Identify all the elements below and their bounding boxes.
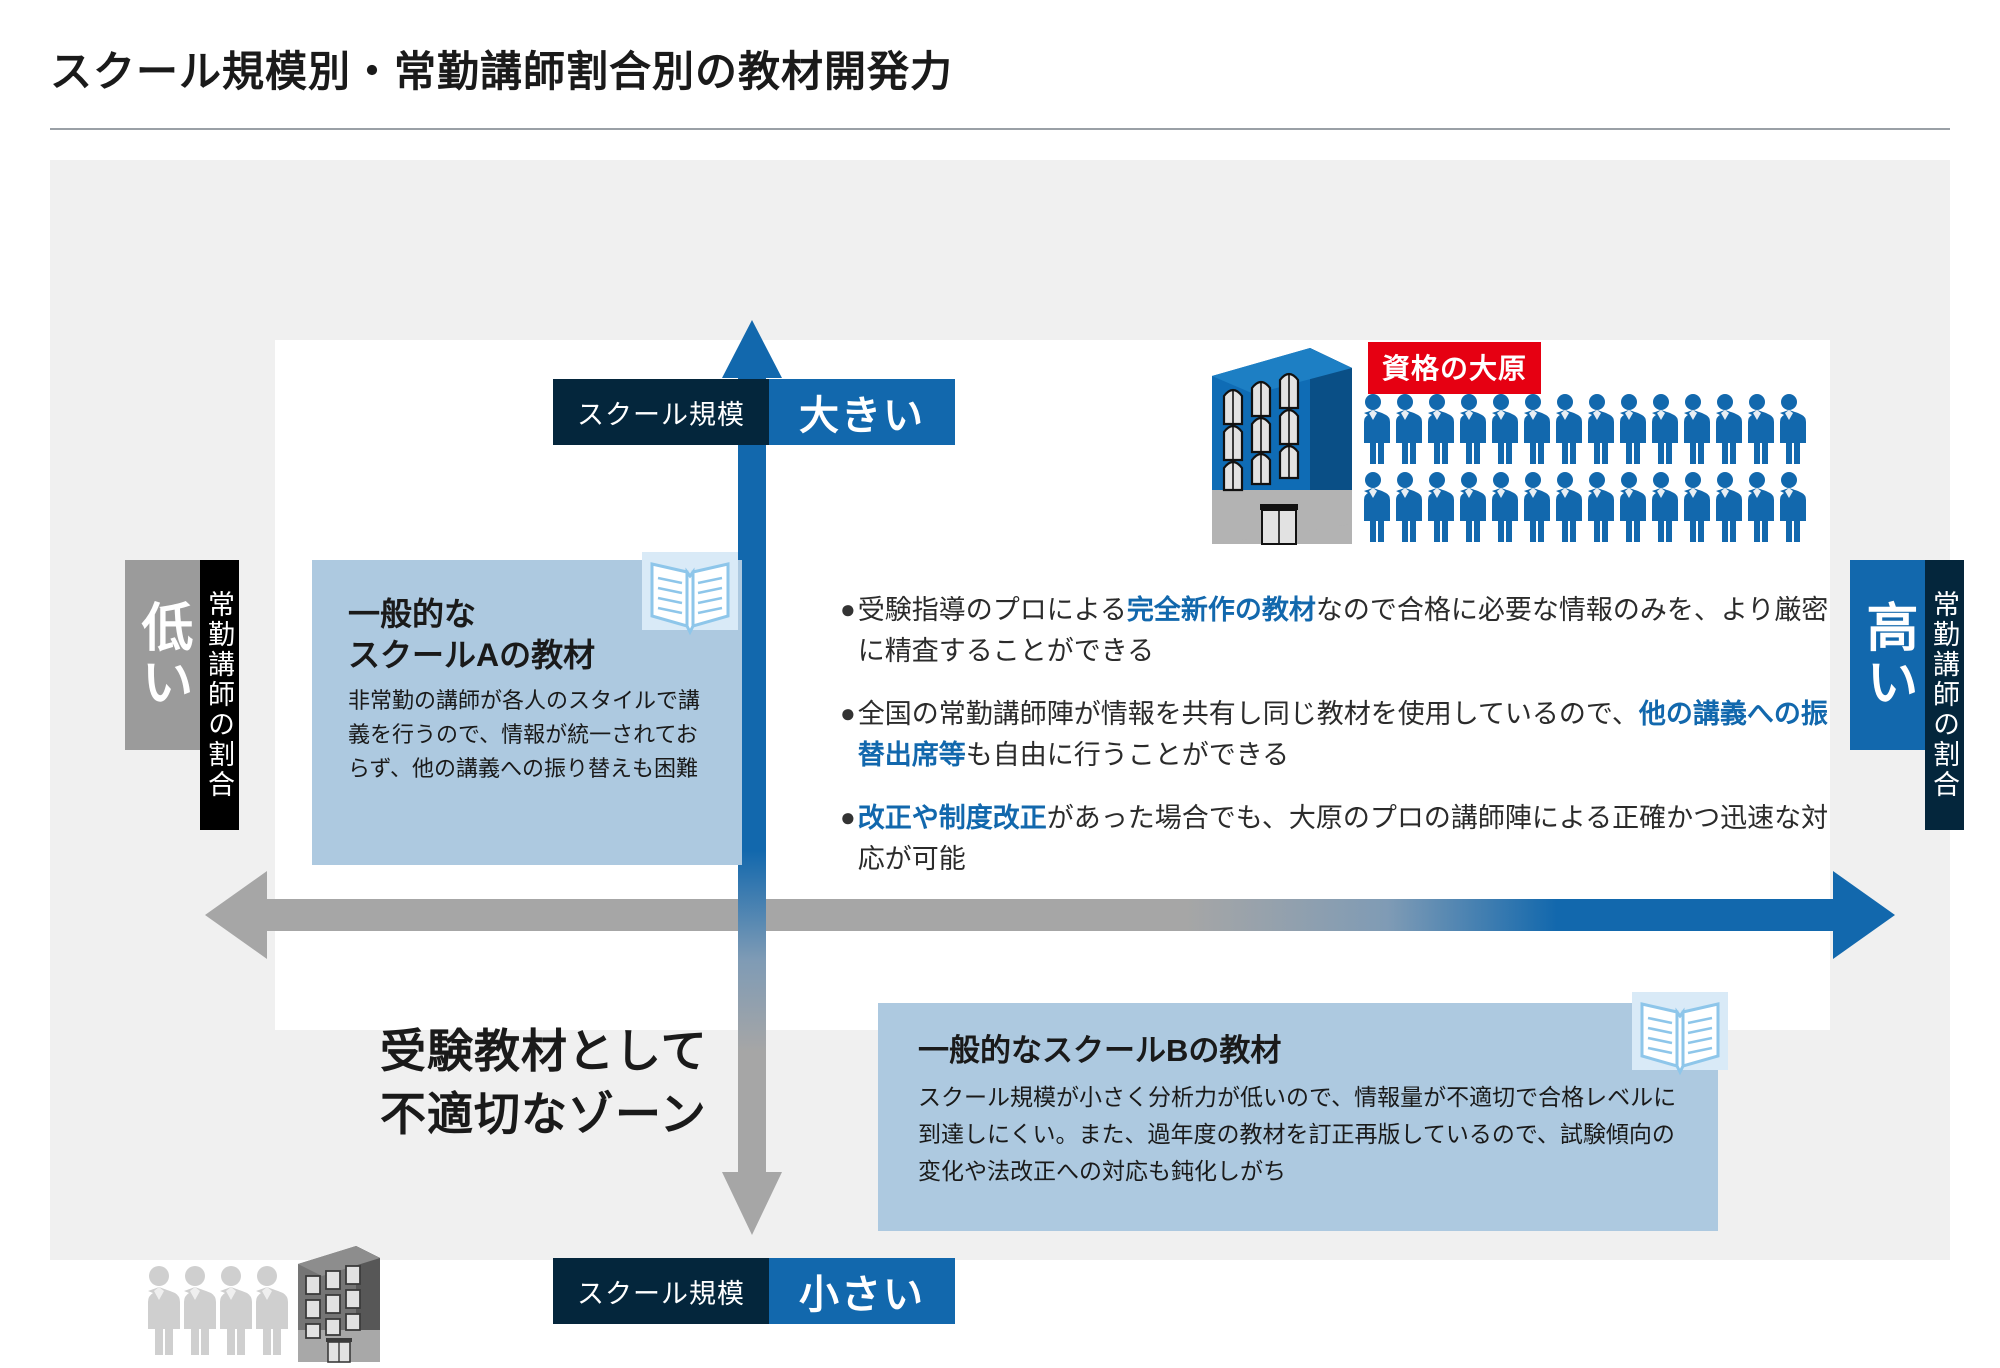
page-title: スクール規模別・常勤講師割合別の教材開発力 (50, 48, 954, 95)
title-divider (50, 128, 1950, 130)
side-left-caption: 常勤講師の割合 (200, 560, 239, 830)
bullet-marker: ● (840, 594, 856, 624)
scale-label-bottom: スクール規模 小さい (553, 1258, 955, 1324)
side-label-left: 常勤講師の割合 低い (125, 560, 239, 830)
small-gray-building-icon (298, 1246, 380, 1363)
bullet-text-highlight: 完全新作の教材 (1126, 595, 1316, 625)
bullet-marker: ● (840, 802, 856, 833)
infographic-page: スクール規模別・常勤講師割合別の教材開発力 (50, 48, 1964, 1363)
bullet-text-post: があった場合でも、大原のプロの講師陣による正確かつ迅速な対応が可能 (857, 803, 1829, 875)
side-right-value: 高い (1850, 560, 1925, 750)
open-book-icon (1632, 992, 1728, 1076)
unsuitable-zone-label: 受験教材として 不適切なゾーン (380, 1020, 708, 1147)
staff-people-rows-icon (1364, 394, 1806, 542)
large-blue-building-icon (1212, 348, 1352, 545)
side-right-caption: 常勤講師の割合 (1925, 560, 1964, 830)
bullet-text-highlight: 他の講義への振替出席等 (857, 699, 1828, 771)
bullet-text: 受験指導のプロによる完全新作の教材なので合格に必要な情報のみを、より厳密に精査す… (858, 590, 1840, 672)
bullet-text: 改正や制度改正があった場合でも、大原のプロの講師陣による正確かつ迅速な対応が可能 (858, 798, 1840, 880)
diagram-canvas: スクール規模 大きい スクール規模 小さい 常勤講師の割合 低い 常勤講師の割合… (50, 160, 1964, 1363)
bullet-item: ● 受験指導のプロによる完全新作の教材なので合格に必要な情報のみを、より厳密に精… (840, 590, 1840, 672)
bullet-text-post: も自由に行うことができる (965, 740, 1290, 771)
scale-bottom-caption: スクール規模 (553, 1258, 769, 1324)
zone-label-line2: 不適切なゾーン (380, 1088, 707, 1141)
open-book-icon (642, 552, 738, 636)
vertical-axis-arrow (722, 320, 782, 1235)
card-school-a-heading-line2: スクールAの教材 (348, 636, 596, 673)
zone-label-line1: 受験教材として (380, 1025, 708, 1077)
side-label-right: 常勤講師の割合 高い (1850, 560, 1964, 830)
status-badge: 資格の大原 (1368, 342, 1542, 394)
side-left-value: 低い (125, 560, 200, 750)
scale-top-value: 大きい (769, 379, 955, 445)
card-school-a-heading: 一般的な スクールAの教材 (348, 594, 714, 676)
card-school-b-heading: 一般的なスクールBの教材 (918, 1033, 1282, 1068)
benefit-bullet-list: ● 受験指導のプロによる完全新作の教材なので合格に必要な情報のみを、より厳密に精… (840, 590, 1840, 902)
bullet-text-highlight: 改正や制度改正 (857, 803, 1047, 834)
card-school-a-heading-line1: 一般的な (348, 596, 477, 632)
bullet-item: ● 全国の常勤講師陣が情報を共有し同じ教材を使用しているので、他の講義への振替出… (840, 694, 1840, 776)
scale-bottom-value: 小さい (769, 1258, 955, 1324)
card-school-b-body: スクール規模が小さく分析力が低いので、情報量が不適切で合格レベルに到達しにくい。… (918, 1083, 1677, 1185)
bullet-text: 全国の常勤講師陣が情報を共有し同じ教材を使用しているので、他の講義への振替出席等… (858, 694, 1840, 776)
bullet-marker: ● (840, 698, 856, 729)
card-school-a: 一般的な スクールAの教材 非常勤の講師が各人のスタイルで講義を行うので、情報が… (312, 560, 742, 865)
bullet-text-pre: 全国の常勤講師陣が情報を共有し同じ教材を使用しているので、 (857, 699, 1639, 730)
bullet-text-post: なので合格に必要な情報のみを、より厳密に精査することができる (857, 595, 1829, 667)
bullet-text-pre: 受験指導のプロによる (857, 595, 1127, 625)
scale-top-caption: スクール規模 (553, 379, 769, 445)
scale-label-top: スクール規模 大きい (553, 379, 955, 445)
few-staff-people-icon (148, 1266, 288, 1355)
card-school-b: 一般的なスクールBの教材 スクール規模が小さく分析力が低いので、情報量が不適切で… (878, 1003, 1718, 1231)
horizontal-axis-arrow (205, 871, 1895, 959)
card-school-a-body: 非常勤の講師が各人のスタイルで講義を行うので、情報が統一されておらず、他の講義へ… (348, 687, 701, 782)
bullet-item: ● 改正や制度改正があった場合でも、大原のプロの講師陣による正確かつ迅速な対応が… (840, 798, 1840, 880)
